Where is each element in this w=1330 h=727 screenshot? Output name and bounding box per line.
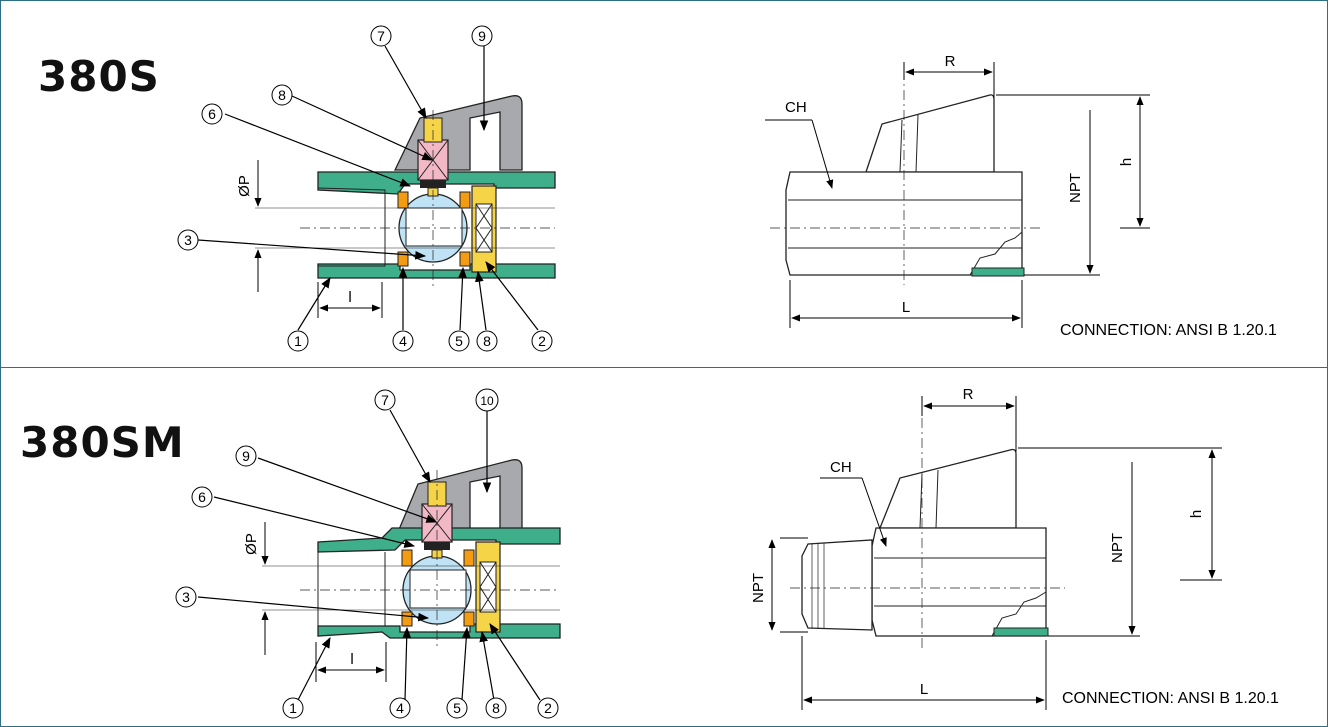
callout-5: 5	[448, 330, 470, 352]
svg-text:1: 1	[289, 700, 297, 716]
callouts-380s: 1 2 3 4 5 6 7 8 8 9	[177, 25, 553, 352]
callout-9: 9	[471, 25, 493, 47]
dim-length: l	[350, 651, 353, 668]
callout-9: 9	[235, 445, 257, 467]
svg-text:7: 7	[381, 392, 389, 408]
callout-7: 7	[370, 25, 392, 47]
dim-lever: R	[963, 386, 974, 403]
svg-text:4: 4	[399, 333, 407, 349]
svg-text:6: 6	[198, 489, 206, 505]
callout-8: 8	[476, 330, 498, 352]
dim-hex: CH	[830, 459, 852, 476]
svg-text:5: 5	[453, 700, 461, 716]
side-view-380s	[765, 62, 1150, 328]
callout-1: 1	[282, 697, 304, 719]
dim-height: h	[1188, 510, 1205, 518]
svg-text:8: 8	[278, 87, 286, 103]
section-view-380sm	[197, 409, 561, 701]
callout-6: 6	[201, 103, 223, 125]
dim-bore: ØP	[243, 533, 260, 555]
svg-text:3: 3	[182, 589, 190, 605]
svg-text:9: 9	[242, 448, 250, 464]
section-view-380s	[197, 45, 556, 331]
svg-text:8: 8	[483, 333, 491, 349]
svg-text:6: 6	[208, 106, 216, 122]
model-title: 380S	[38, 52, 160, 101]
callout-3: 3	[175, 586, 197, 608]
callout-8: 8	[485, 697, 507, 719]
callout-2: 2	[537, 697, 559, 719]
callout-2: 2	[531, 330, 553, 352]
dim-thread: NPT	[1109, 533, 1126, 563]
svg-text:2: 2	[538, 333, 546, 349]
svg-text:2: 2	[544, 700, 552, 716]
svg-text:4: 4	[396, 700, 404, 716]
svg-text:1: 1	[294, 333, 302, 349]
callout-1: 1	[287, 330, 309, 352]
callout-6: 6	[191, 486, 213, 508]
dim-overall-length: L	[902, 299, 910, 316]
callout-7: 7	[374, 389, 396, 411]
svg-text:8: 8	[492, 700, 500, 716]
dim-overall-length: L	[920, 681, 928, 698]
svg-text:9: 9	[478, 28, 486, 44]
connection-note: CONNECTION: ANSI B 1.20.1	[1062, 690, 1279, 707]
callout-8: 8	[271, 84, 293, 106]
svg-text:5: 5	[455, 333, 463, 349]
dimension-labels: ØP l CH R h NPT L ØP l CH R h NPT NPT L	[236, 53, 1205, 698]
callout-3: 3	[177, 229, 199, 251]
callout-4: 4	[392, 330, 414, 352]
callouts-380sm: 1 2 3 4 5 6 7 8 9 10	[175, 388, 559, 719]
dim-bore: ØP	[236, 175, 253, 197]
side-view-380sm	[768, 396, 1222, 710]
callout-10: 10	[475, 388, 499, 412]
callout-5: 5	[446, 697, 468, 719]
dim-hex: CH	[785, 99, 807, 116]
svg-text:3: 3	[184, 232, 192, 248]
model-title: 380SM	[20, 418, 185, 467]
dim-lever: R	[945, 53, 956, 70]
dim-length: l	[348, 289, 351, 306]
dim-thread: NPT	[1067, 173, 1084, 203]
svg-text:7: 7	[377, 28, 385, 44]
connection-note: CONNECTION: ANSI B 1.20.1	[1060, 322, 1277, 339]
dim-height: h	[1118, 158, 1135, 166]
svg-text:10: 10	[480, 394, 494, 408]
dim-thread-male: NPT	[750, 573, 767, 603]
callout-4: 4	[389, 697, 411, 719]
